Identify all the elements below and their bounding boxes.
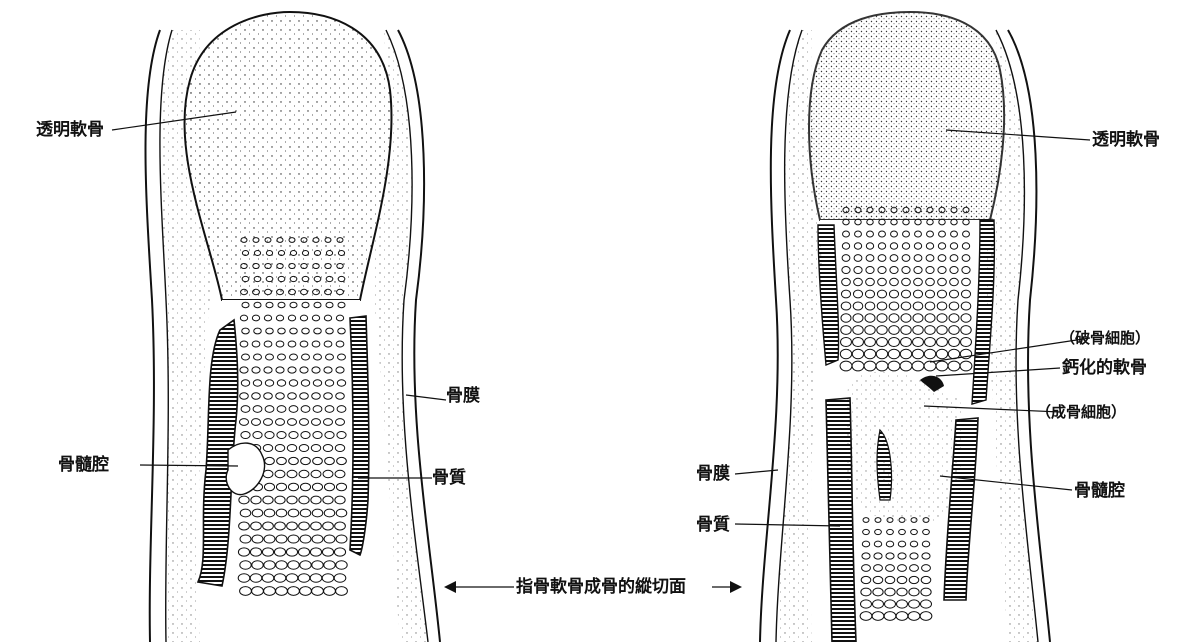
label-right-periosteum: 骨膜 (696, 464, 730, 484)
label-right-marrow: 骨髓腔 (1074, 481, 1125, 501)
left-bone-collar-right (350, 316, 369, 555)
right-marrow-cavity (844, 372, 963, 524)
label-left-periosteum: 骨膜 (446, 386, 480, 406)
label-right-osteoclast: （破骨細胞） (1060, 328, 1150, 348)
label-left-cartilage: 透明軟骨 (36, 120, 104, 140)
left-specimen (146, 12, 441, 642)
right-cartilage-head (809, 12, 1004, 220)
label-right-osteoblast: （成骨細胞） (1036, 402, 1126, 422)
left-cartilage-head (184, 12, 391, 300)
label-left-bone: 骨質 (432, 468, 466, 488)
label-right-cartilage: 透明軟骨 (1092, 130, 1160, 150)
label-right-calcified: 鈣化的軟骨 (1062, 358, 1147, 378)
label-left-marrow: 骨髓腔 (58, 455, 109, 475)
left-periosteum-outer (146, 30, 161, 642)
label-right-bone: 骨質 (696, 515, 730, 535)
right-specimen (760, 12, 1050, 642)
figure-caption: 指骨軟骨成骨的縱切面 (516, 577, 686, 597)
right-bone-trabecula-left (818, 225, 839, 365)
